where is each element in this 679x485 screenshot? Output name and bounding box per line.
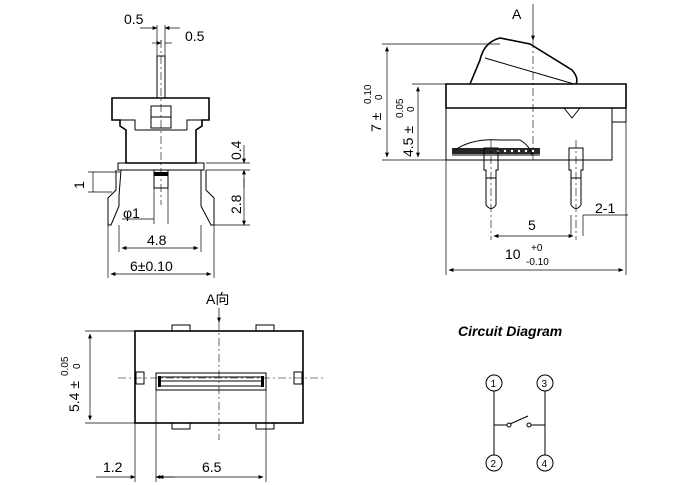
svg-text:5.4 ±: 5.4 ± (66, 381, 82, 412)
top-view: A向 5.4 ± 0.05 0 1.2 6.5 (60, 291, 325, 482)
dim-pin-gap: 0.5 (185, 28, 205, 44)
svg-text:4.5 ±: 4.5 ± (400, 126, 416, 157)
dim-top-offset: 1.2 (103, 459, 123, 475)
dim-slot-length: 6.5 (202, 459, 222, 475)
circuit-diagram: Circuit Diagram 1 3 2 4 (458, 323, 562, 472)
switch-contact (509, 415, 529, 425)
front-view: 0.5 0.5 0.4 2.8 1 φ1 4.8 6±0.10 (71, 11, 250, 278)
dim-total-height-tol-lower: 0 (374, 94, 385, 100)
dim-pin-offset: 0.4 (228, 140, 244, 160)
dim-pin-width: 0.5 (124, 11, 144, 27)
dim-body-height-tol-lower: 0 (406, 106, 417, 112)
dim-pin-pitch: 4.8 (147, 232, 167, 248)
svg-text:6±0.10: 6±0.10 (130, 258, 173, 274)
pin-4-label: 4 (542, 459, 548, 470)
circuit-title: Circuit Diagram (458, 323, 562, 339)
view-arrow-label: A (512, 6, 522, 22)
dim-length: 10 (505, 246, 521, 262)
side-view: A 7 ± 0.10 0 (363, 4, 628, 275)
dim-total-height: 7 (368, 124, 384, 132)
pin-3-label: 3 (542, 379, 548, 390)
dim-length-tol-upper: +0 (531, 243, 543, 254)
dim-top-width-tol-upper: 0.05 (60, 356, 71, 376)
dim-top-width: 5.4 (66, 392, 82, 412)
pin-1-label: 1 (491, 379, 497, 390)
dim-top-width-tol-lower: 0 (72, 363, 83, 369)
dim-terminal-pitch: 5 (528, 217, 536, 233)
dim-body-height: 4.5 (400, 137, 416, 157)
dim-pin-diameter: φ1 (123, 205, 140, 221)
dim-length-tol-lower: -0.10 (526, 257, 549, 268)
top-view-label: A向 (206, 291, 229, 307)
dim-step-height: 1 (71, 181, 87, 189)
dim-body-width: 6 (130, 258, 138, 274)
svg-text:7 ±: 7 ± (368, 112, 384, 132)
terminal-note: 2-1 (595, 200, 615, 216)
dim-body-width-tol: ±0.10 (138, 258, 173, 274)
dim-total-height-tol-upper: 0.10 (363, 84, 374, 104)
dim-pin-length: 2.8 (228, 194, 244, 214)
dim-body-height-tol-upper: 0.05 (395, 98, 406, 118)
pin-2-label: 2 (491, 459, 497, 470)
